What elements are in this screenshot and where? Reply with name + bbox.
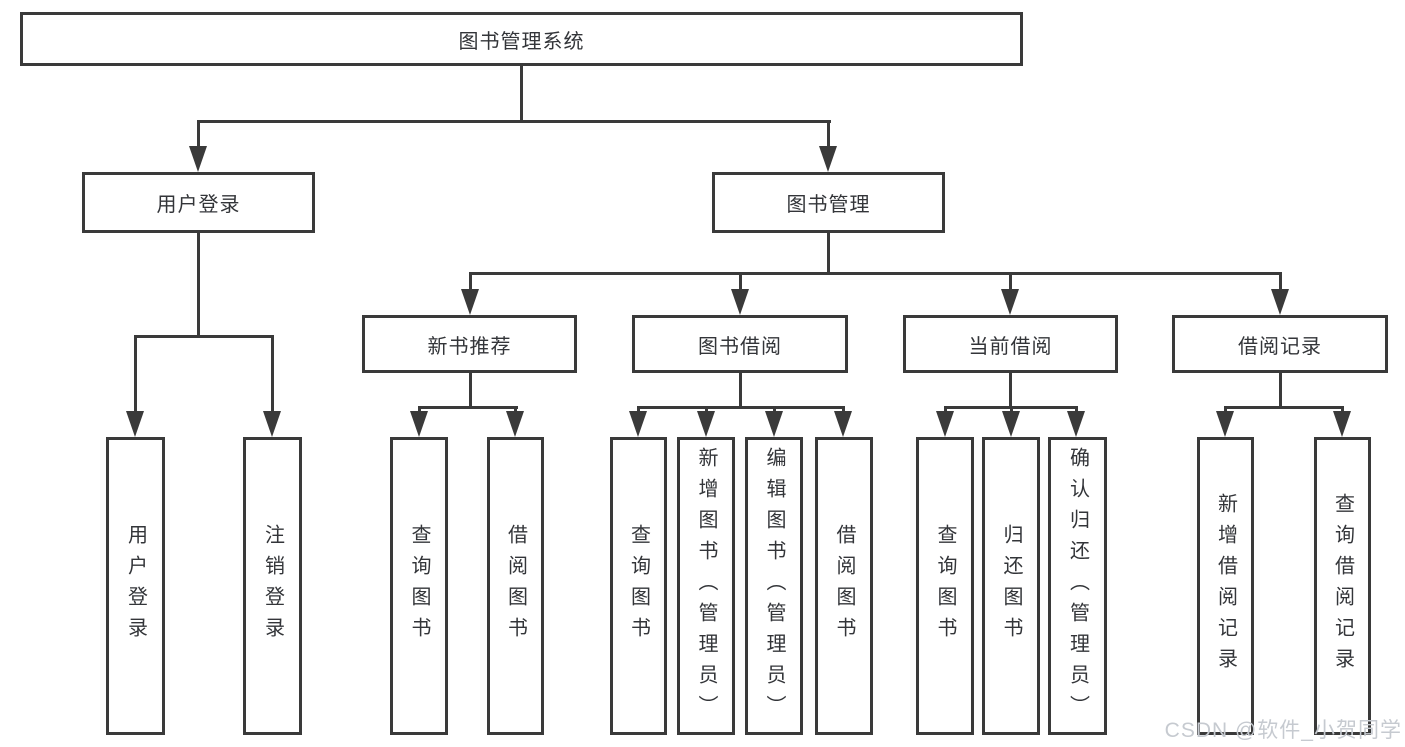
node-label: 查询借阅记录 — [1331, 493, 1354, 679]
connector-line — [134, 335, 137, 415]
connector-line — [197, 233, 200, 337]
node-label: 编辑图书（管理员） — [763, 446, 785, 726]
connector-line — [1279, 373, 1282, 408]
node-label: 借阅图书 — [833, 524, 855, 648]
arrow-down-icon — [819, 146, 837, 172]
leaf-bb-borrow-books: 借阅图书 — [815, 437, 873, 735]
leaf-nbr-borrow-books: 借阅图书 — [487, 437, 544, 735]
connector-line — [1009, 373, 1012, 408]
leaf-cb-confirm-return-admin: 确认归还（管理员） — [1048, 437, 1107, 735]
node-label: 注销登录 — [261, 524, 284, 648]
connector-line — [134, 335, 274, 338]
node-label: 确认归还（管理员） — [1066, 446, 1089, 726]
leaf-br-add-record: 新增借阅记录 — [1197, 437, 1254, 735]
connector-line — [469, 272, 1282, 275]
csdn-watermark: CSDN @软件_小贺同学 — [1164, 719, 1402, 742]
connector-line — [1224, 406, 1344, 409]
node-label: 当前借阅 — [968, 335, 1053, 358]
node-borrow-records: 借阅记录 — [1172, 315, 1388, 373]
leaf-logout: 注销登录 — [243, 437, 302, 735]
node-label: 查询图书 — [627, 524, 650, 648]
arrow-down-icon — [629, 411, 647, 437]
node-label: 归还图书 — [1000, 524, 1022, 648]
connector-line — [520, 66, 523, 122]
node-label: 查询图书 — [408, 524, 430, 648]
node-label: 新增借阅记录 — [1214, 493, 1237, 679]
arrow-down-icon — [936, 411, 954, 437]
connector-line — [637, 406, 845, 409]
connector-line — [1341, 406, 1344, 415]
arrow-down-icon — [834, 411, 852, 437]
connector-line — [418, 406, 518, 409]
leaf-br-query-record: 查询借阅记录 — [1314, 437, 1371, 735]
leaf-user-login: 用户登录 — [106, 437, 165, 735]
arrow-down-icon — [1271, 289, 1289, 315]
connector-line — [1224, 406, 1227, 415]
leaf-nbr-query-books: 查询图书 — [390, 437, 448, 735]
connector-line — [637, 406, 640, 415]
connector-line — [197, 120, 831, 123]
leaf-bb-add-books-admin: 新增图书（管理员） — [677, 437, 735, 735]
arrow-down-icon — [189, 146, 207, 172]
connector-line — [944, 406, 947, 415]
leaf-cb-query-books: 查询图书 — [916, 437, 974, 735]
arrow-down-icon — [765, 411, 783, 437]
arrow-down-icon — [506, 411, 524, 437]
leaf-cb-return-books: 归还图书 — [982, 437, 1040, 735]
node-label: 图书管理系统 — [458, 30, 585, 53]
arrow-down-icon — [1216, 411, 1234, 437]
connector-line — [418, 406, 421, 415]
connector-line — [271, 335, 274, 415]
connector-line — [197, 120, 200, 150]
connector-line — [739, 272, 742, 293]
node-current-borrow: 当前借阅 — [903, 315, 1118, 373]
node-label: 查询图书 — [934, 524, 956, 648]
connector-line — [827, 120, 830, 150]
connector-line — [469, 373, 472, 408]
arrow-down-icon — [410, 411, 428, 437]
node-label: 借阅记录 — [1238, 335, 1322, 358]
connector-line — [827, 233, 830, 274]
arrow-down-icon — [263, 411, 281, 437]
leaf-bb-edit-books-admin: 编辑图书（管理员） — [745, 437, 803, 735]
arrow-down-icon — [1002, 411, 1020, 437]
node-system-root: 图书管理系统 — [20, 12, 1023, 66]
node-label: 图书借阅 — [698, 335, 782, 358]
connector-line — [1010, 406, 1013, 415]
arrow-down-icon — [1067, 411, 1085, 437]
node-user-login: 用户登录 — [82, 172, 315, 233]
node-label: 用户登录 — [124, 524, 147, 648]
connector-line — [514, 406, 517, 415]
leaf-bb-query-books: 查询图书 — [610, 437, 667, 735]
node-book-borrow: 图书借阅 — [632, 315, 848, 373]
connector-line — [1075, 406, 1078, 415]
node-label: 图书管理 — [786, 194, 871, 216]
connector-line — [842, 406, 845, 415]
node-label: 用户登录 — [156, 194, 241, 216]
node-label: 借阅图书 — [504, 524, 527, 648]
node-label: 新增图书（管理员） — [695, 446, 717, 726]
connector-line — [705, 406, 708, 415]
node-new-book-recommend: 新书推荐 — [362, 315, 577, 373]
connector-line — [1279, 272, 1282, 293]
arrow-down-icon — [697, 411, 715, 437]
node-book-management: 图书管理 — [712, 172, 945, 233]
arrow-down-icon — [731, 289, 749, 315]
connector-line — [773, 406, 776, 415]
connector-line — [1009, 272, 1012, 293]
arrow-down-icon — [461, 289, 479, 315]
arrow-down-icon — [1001, 289, 1019, 315]
connector-line — [739, 373, 742, 408]
arrow-down-icon — [1333, 411, 1351, 437]
arrow-down-icon — [126, 411, 144, 437]
connector-line — [469, 272, 472, 293]
node-label: 新书推荐 — [427, 335, 512, 358]
